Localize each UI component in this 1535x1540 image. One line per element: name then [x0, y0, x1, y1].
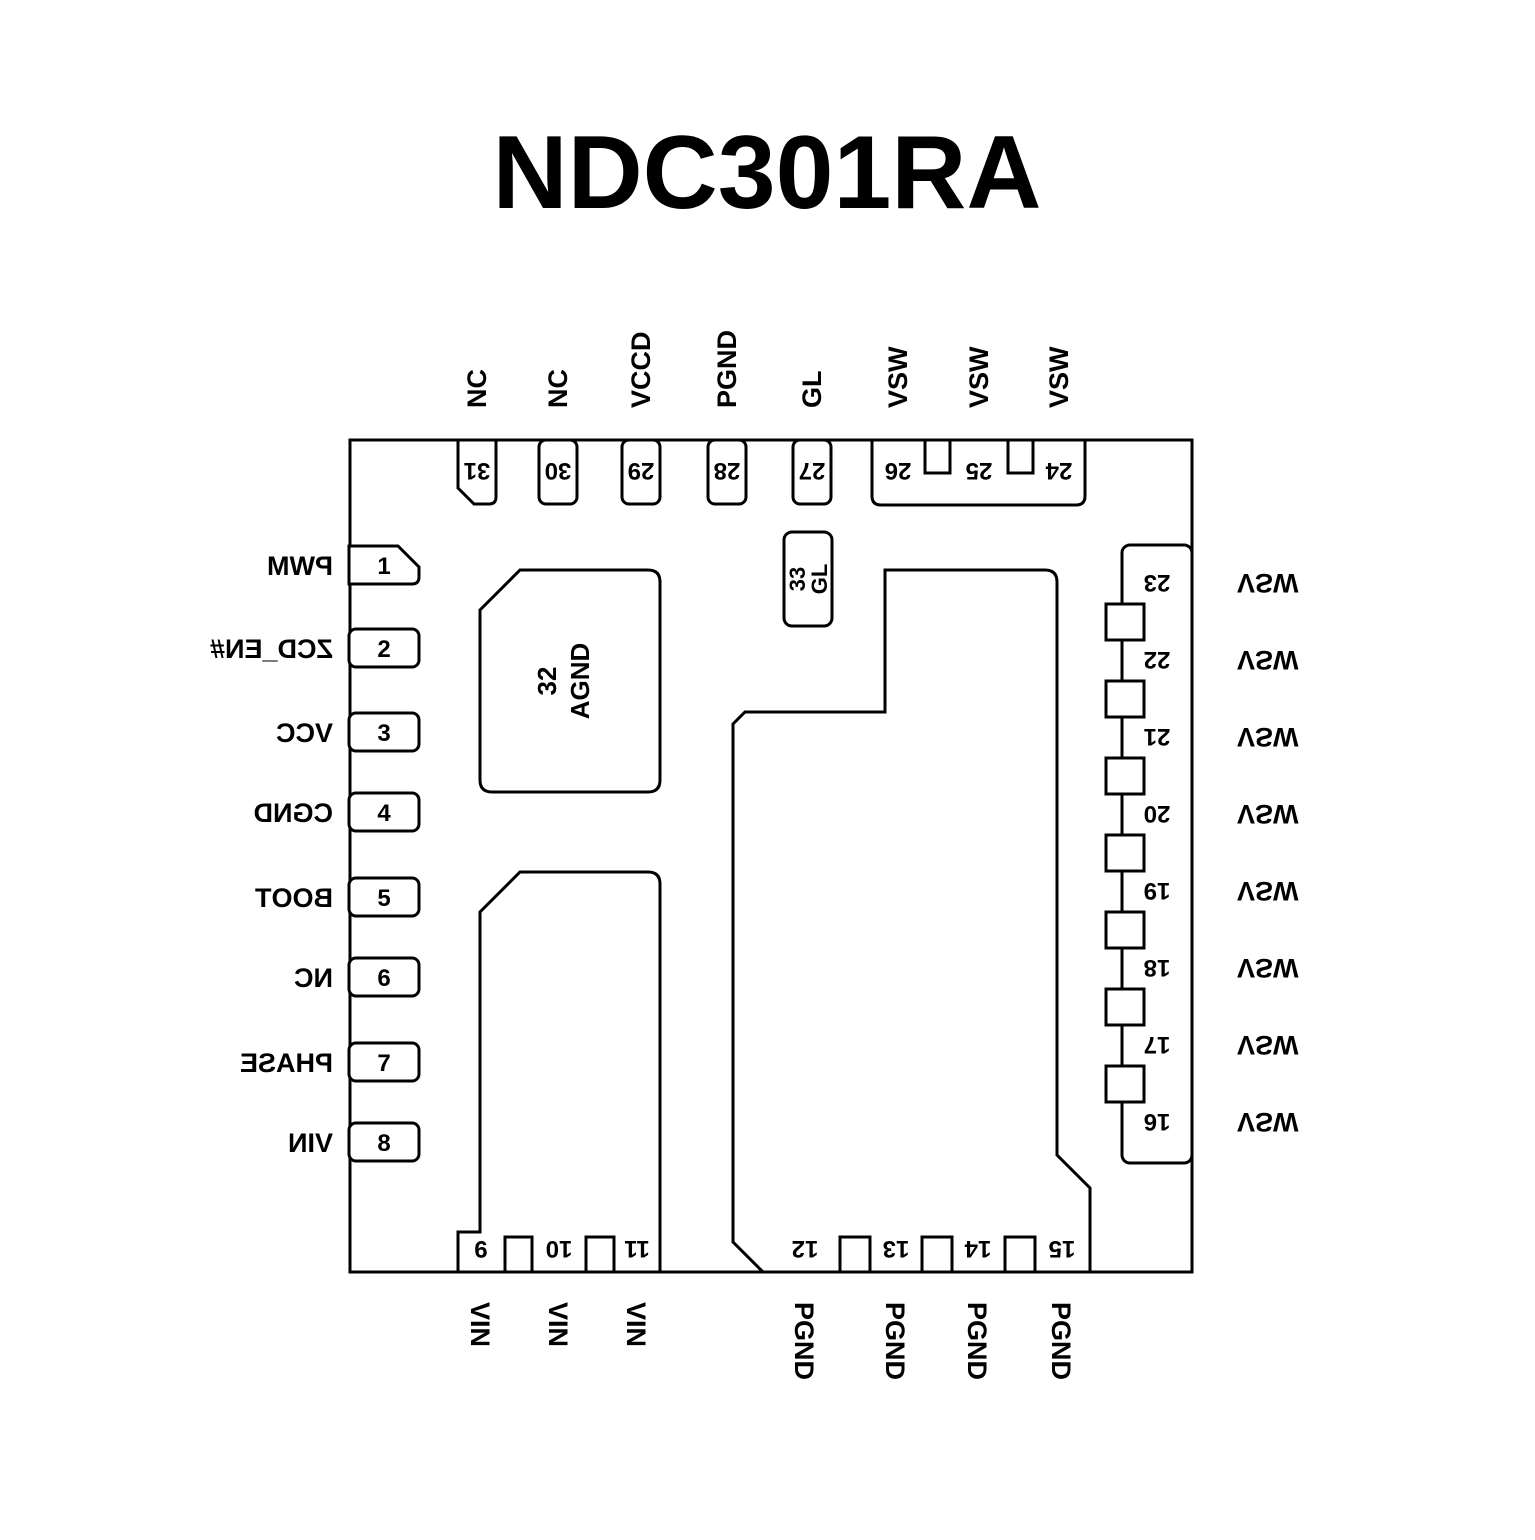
pad-top-vsw-merged: [870, 438, 1087, 507]
pin-label: VSW: [1237, 1107, 1299, 1137]
pin-label: VSW: [964, 346, 994, 408]
pin-number: 10: [546, 1235, 573, 1262]
pad-left-7: [347, 1041, 421, 1083]
pad-notch: [1104, 756, 1146, 796]
pad-notch: [1104, 602, 1146, 642]
pin-label: ZCD_EN#: [210, 634, 333, 664]
pin-number: 4: [377, 800, 391, 827]
pin-label: PGND: [712, 330, 742, 408]
pin-number: 15: [1049, 1235, 1076, 1262]
pad-top-30: [537, 438, 579, 506]
pin-label: VSW: [1237, 1030, 1299, 1060]
pin-number: 27: [799, 457, 826, 484]
pad-notch: [1104, 910, 1146, 950]
pad-pgnd-large: [731, 568, 1092, 1274]
pin-number: 9: [474, 1235, 487, 1262]
pad-number: 33: [785, 567, 810, 591]
pin-label: PWM: [267, 551, 333, 581]
pin-number: 22: [1144, 646, 1171, 673]
pin-number: 30: [545, 457, 572, 484]
pin-label: CGND: [254, 798, 334, 828]
pin-number: 2: [377, 636, 390, 663]
pin-label: VSW: [1237, 568, 1299, 598]
pin-label: VCCD: [626, 331, 656, 408]
pin-number: 26: [885, 457, 912, 484]
pad-label: GL: [807, 564, 832, 595]
pin-number: 12: [792, 1235, 819, 1262]
pad-top-28: [706, 438, 748, 506]
pin-number: 25: [966, 457, 993, 484]
pad-left-6: [347, 956, 421, 998]
pad-notch: [1104, 679, 1146, 719]
pin-number: 17: [1144, 1031, 1171, 1058]
pin-number: 6: [377, 965, 390, 992]
pin-label: VIN: [621, 1302, 651, 1347]
pin-label: VIN: [543, 1302, 573, 1347]
pad-notch: [1104, 1064, 1146, 1104]
pin-label: VSW: [1237, 953, 1299, 983]
pin-number: 18: [1144, 954, 1171, 981]
pin-number: 23: [1144, 569, 1171, 596]
pin-label: NC: [462, 369, 492, 408]
pin-label: NC: [294, 963, 333, 993]
pin-label: PGND: [789, 1302, 819, 1380]
pad-left-4: [347, 791, 421, 833]
pad-top-27: [791, 438, 833, 506]
pad-number: 32: [532, 667, 562, 696]
pin-label: BOOT: [254, 883, 333, 913]
pad-top-31: [456, 438, 498, 506]
pin-label: PHASE: [240, 1048, 333, 1078]
pad-gl-33: [782, 530, 834, 628]
pin-number: 8: [377, 1130, 390, 1157]
pad-left-8: [347, 1121, 421, 1163]
pin-number: 24: [1045, 457, 1072, 484]
pin-label: VCC: [276, 718, 333, 748]
pad-notch: [1104, 833, 1146, 873]
pad-agnd: [478, 568, 662, 794]
pin-number: 11: [624, 1235, 649, 1262]
pin-label: GL: [797, 371, 827, 409]
pin-number: 20: [1144, 800, 1171, 827]
pin-label: PGND: [1046, 1302, 1076, 1380]
pin-number: 16: [1144, 1108, 1171, 1135]
pin-number: 1: [377, 553, 390, 580]
pin-number: 13: [883, 1235, 910, 1262]
pin-number: 5: [377, 885, 390, 912]
pin-label: VSW: [1237, 799, 1299, 829]
pad-left-2: [347, 627, 421, 669]
pad-top-29: [620, 438, 662, 506]
pin-number: 3: [377, 720, 390, 747]
pin-number: 19: [1144, 877, 1171, 904]
pad-label: AGND: [565, 643, 595, 720]
pin-number: 7: [377, 1050, 390, 1077]
pad-left-5: [347, 876, 421, 918]
pin-label: VSW: [1044, 346, 1074, 408]
pin-label: PGND: [880, 1302, 910, 1380]
pin-label: VIN: [465, 1302, 495, 1347]
pin-number: 31: [464, 457, 491, 484]
pin-label: NC: [543, 369, 573, 408]
pad-left-3: [347, 711, 421, 753]
pin-label: VSW: [1237, 645, 1299, 675]
pad-vin: [456, 870, 662, 1274]
pin-label: PGND: [962, 1302, 992, 1380]
pin-label: VSW: [1237, 876, 1299, 906]
pin-number: 28: [714, 457, 741, 484]
pad-left-1: [347, 544, 421, 586]
chip-title: NDC301RA: [492, 115, 1041, 231]
pad-notch: [1104, 987, 1146, 1027]
pin-label: VIN: [288, 1128, 333, 1158]
pin-label: VSW: [883, 346, 913, 408]
pin-number: 29: [628, 457, 655, 484]
pin-label: VSW: [1237, 722, 1299, 752]
pin-number: 21: [1144, 723, 1171, 750]
pin-number: 14: [964, 1235, 991, 1262]
